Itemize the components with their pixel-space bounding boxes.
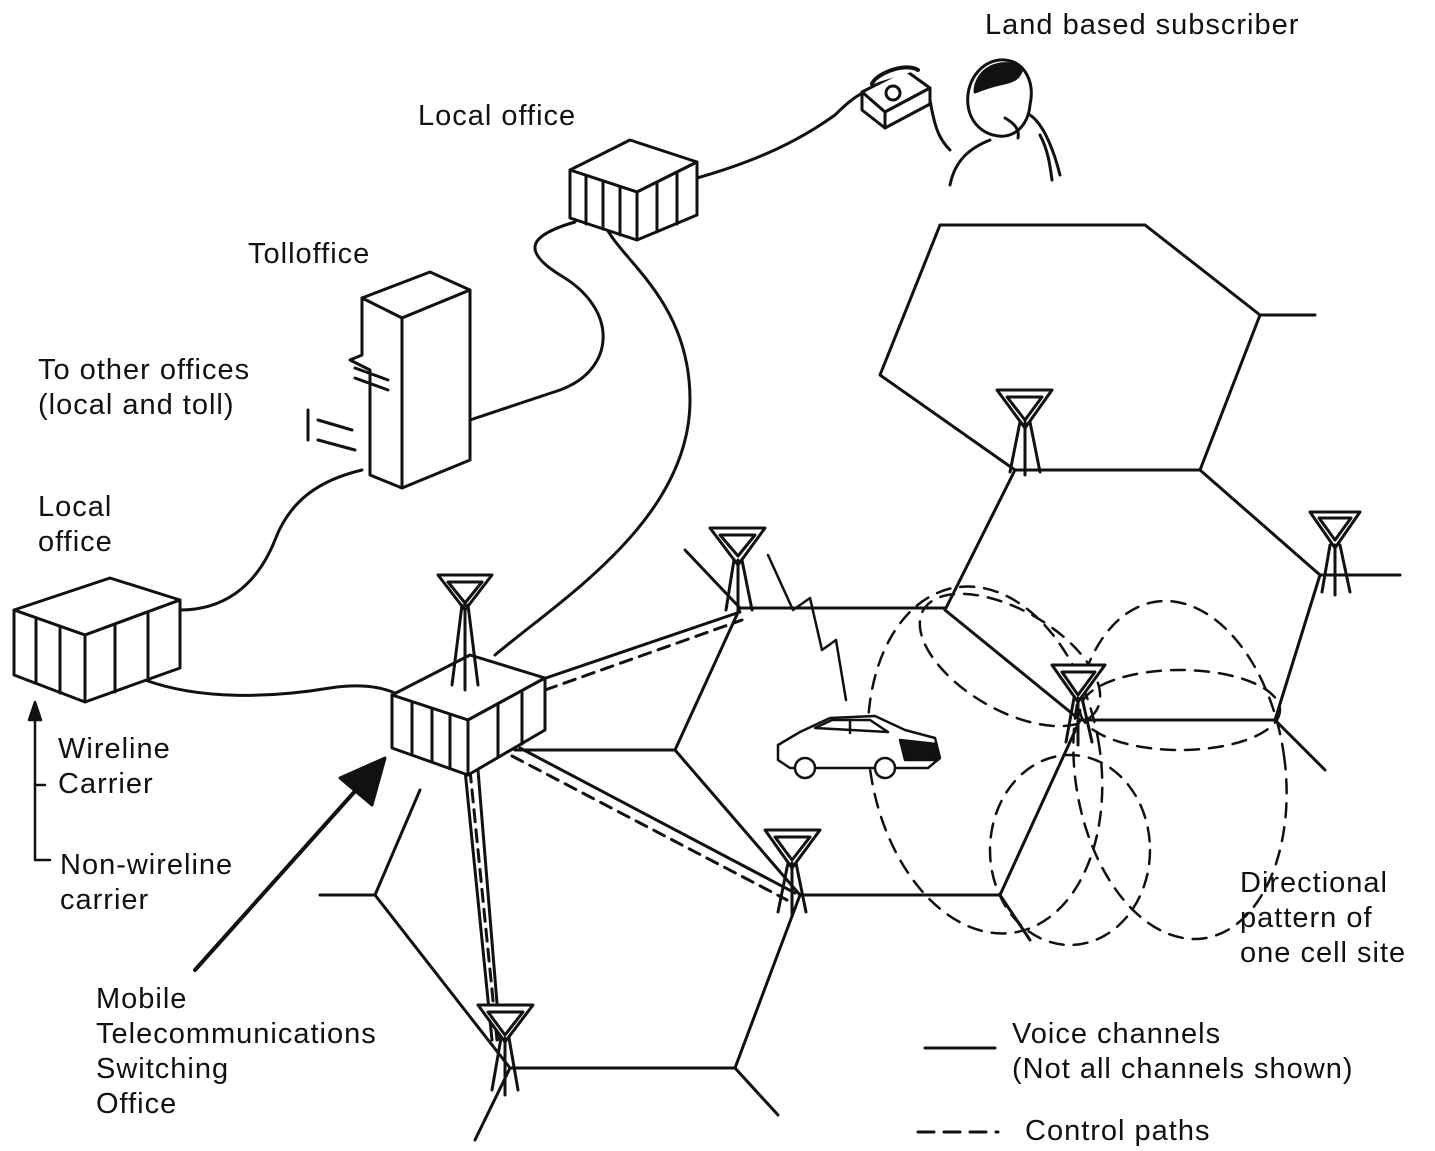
local-office-left-label-1: Local — [38, 491, 113, 523]
other-offices-label-1: To other offices — [38, 354, 251, 386]
mtso-pointer-arrow — [193, 756, 387, 972]
nonwireline-label-2: carrier — [60, 884, 150, 916]
legend-voice-label-2: (Not all channels shown) — [1012, 1053, 1354, 1085]
carrier-bracket-arrow — [27, 700, 52, 862]
trunks-control — [468, 618, 789, 1042]
radio-link-lightning — [766, 553, 848, 702]
local-office-top-label: Local office — [418, 100, 577, 132]
mobile-car-icon — [776, 714, 942, 780]
local-office-top-building — [568, 138, 699, 242]
hex-cell-center — [513, 548, 1032, 942]
cell-site-center-bottom — [763, 828, 822, 917]
mtso-label-4: Office — [96, 1088, 178, 1120]
directional-label-3: one cell site — [1240, 937, 1407, 969]
telephone-icon — [860, 65, 932, 130]
legend-control-label: Control paths — [1025, 1115, 1211, 1147]
directional-pattern — [866, 585, 1288, 947]
directional-label-1: Directional — [1240, 867, 1388, 899]
cell-site-right — [1308, 510, 1362, 597]
mtso-label-2: Telecommunications — [96, 1018, 377, 1050]
cell-site-top-right — [995, 388, 1054, 477]
wireline-label-1: Wireline — [58, 733, 171, 765]
other-offices-label-2: (local and toll) — [38, 389, 235, 421]
mtso-building — [390, 653, 547, 777]
local-office-left-building — [12, 576, 182, 704]
directional-label-2: pattern of — [1240, 902, 1373, 934]
cell-site-center-top — [708, 526, 767, 614]
land-subscriber-label: Land based subscriber — [985, 9, 1300, 41]
trunks-voice — [463, 610, 797, 1042]
nonwireline-label-1: Non-wireline — [60, 849, 234, 881]
cell-site-bottom — [476, 1003, 535, 1097]
toll-office-building — [306, 270, 472, 490]
local-office-left-label-2: office — [38, 526, 113, 558]
legend-symbols — [916, 1046, 1000, 1134]
wireline-label-2: Carrier — [58, 768, 154, 800]
hex-cell-right — [943, 573, 1402, 897]
hex-cell-top-right — [878, 223, 1322, 612]
cell-site-directional — [1050, 663, 1107, 747]
hex-cell-bottom-left — [318, 788, 802, 1142]
land-subscriber-person — [948, 58, 1062, 187]
cell-site-mtso — [436, 573, 494, 692]
legend-voice-label-1: Voice channels — [1012, 1018, 1222, 1050]
mtso-label-3: Switching — [96, 1053, 230, 1085]
wired-lines — [143, 90, 952, 702]
mtso-label-1: Mobile — [96, 983, 188, 1015]
toll-office-label: Tolloffice — [248, 238, 371, 270]
